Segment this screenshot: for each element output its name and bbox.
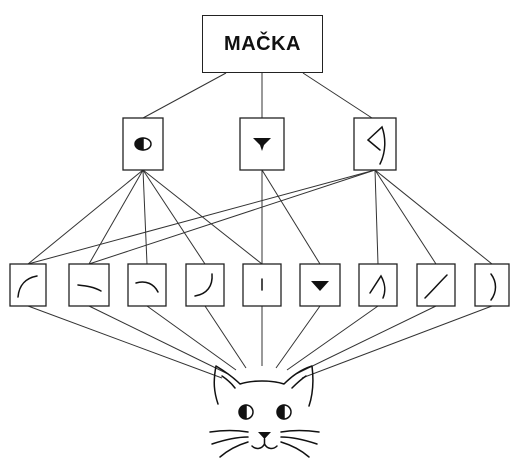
arc-icon xyxy=(135,281,159,293)
nose-triangle-icon xyxy=(311,281,329,291)
right-arc-icon xyxy=(490,273,497,301)
bottom-node-7 xyxy=(358,263,398,307)
dash-icon xyxy=(77,284,102,292)
cat-face-icon xyxy=(209,365,320,458)
edges-middle-bottom xyxy=(27,169,493,265)
ear-feature-icon xyxy=(367,125,386,165)
bottom-node-1 xyxy=(9,263,47,307)
bottom-node-4 xyxy=(185,263,225,307)
bottom-node-3 xyxy=(127,263,167,307)
bottom-node-6 xyxy=(299,263,341,307)
bottom-node-5 xyxy=(242,263,282,307)
edges-bottom-cat xyxy=(27,170,493,379)
curve-left-icon xyxy=(17,275,38,298)
edges-top-middle xyxy=(142,72,373,119)
middle-node-eye xyxy=(122,117,164,171)
output-label: MAČKA xyxy=(224,32,301,55)
bottom-node-9 xyxy=(474,263,510,307)
diagonal-line-icon xyxy=(424,274,448,299)
output-node-box: MAČKA xyxy=(202,15,323,73)
bottom-node-2 xyxy=(68,263,110,307)
eye-feature-icon xyxy=(134,137,152,151)
ear-curve-icon xyxy=(369,274,386,299)
bottom-node-8 xyxy=(416,263,456,307)
middle-node-ear xyxy=(353,117,397,171)
middle-node-nose xyxy=(239,117,285,171)
nose-feature-icon xyxy=(253,138,271,151)
curve-right-icon xyxy=(194,273,213,297)
